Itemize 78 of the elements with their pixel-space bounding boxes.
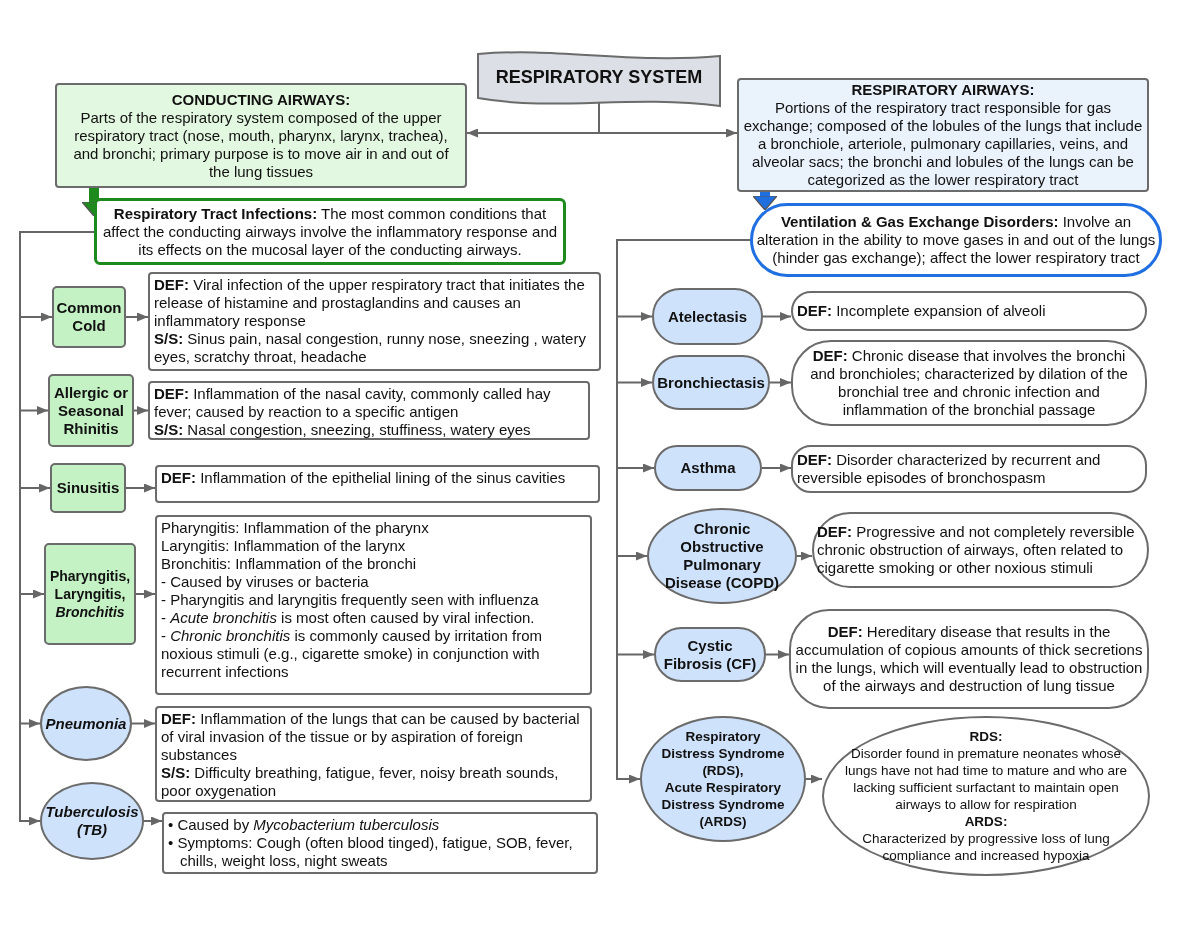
definition-text: DEF: Disorder characterized by recurrent and reversible episodes of bronchospasm xyxy=(797,451,1102,487)
condition-name: Bronchiectasis xyxy=(657,373,765,392)
connector-arrow xyxy=(765,650,790,659)
note-text: - Caused by viruses or bacteria xyxy=(161,573,369,591)
definition-text: DEF: Hereditary disease that results in the accumulation of copious amounts of thick secretions in the lungs, which will eventually lead to obstruction of the airways and destruction of lung tissue xyxy=(795,623,1143,695)
definition-text: S/S: Nasal congestion, sneezing, stuffiness, watery eyes xyxy=(154,421,531,439)
definition-pill xyxy=(791,445,1147,493)
note-text: - Chronic bronchitis is commonly caused by irritation from noxious stimuli (e.g., cigarette smoke) in conjunction with recurrent infections xyxy=(161,627,543,681)
condition-box xyxy=(50,463,126,513)
heading-text: CONDUCTING AIRWAYS: xyxy=(171,90,351,109)
definition-box xyxy=(148,381,590,440)
heading-text: RDS: xyxy=(969,728,1003,745)
definition-box xyxy=(148,272,601,371)
connector-arrow xyxy=(769,378,792,387)
note-text: - Pharyngitis and laryngitis frequently seen with influenza xyxy=(161,591,539,609)
condition-name: Allergic or Seasonal Rhinitis xyxy=(52,383,130,438)
title-text: RESPIRATORY SYSTEM xyxy=(495,66,703,88)
condition-name: Tuberculosis (TB) xyxy=(44,803,140,839)
definition-text: S/S: Difficulty breathing, fatigue, fever, noisy breath sounds, poor oxygenation xyxy=(161,764,560,800)
definition-pill xyxy=(789,609,1149,709)
connector-arrow xyxy=(125,483,156,493)
condition-name: Sinusitis xyxy=(56,479,120,497)
condition-name: Chronic Obstructive Pulmonary Disease (COPD) xyxy=(663,520,781,592)
connector-arrow xyxy=(762,312,792,321)
description-text: Parts of the respiratory system composed of the upper respiratory tract (nose, mouth, pharynx, larynx, trachea), and bronchi; primary purpose is to move air in and out of the lung tissues xyxy=(72,108,450,181)
category-box xyxy=(737,78,1149,192)
definition-box xyxy=(162,812,598,874)
note-text: Pharyngitis: Inflammation of the pharynx xyxy=(161,519,429,537)
condition-name: Cystic Fibrosis (CF) xyxy=(662,636,758,673)
definition-box xyxy=(155,706,592,802)
condition-pill xyxy=(652,288,763,345)
heading-text: ARDS: xyxy=(964,813,1008,830)
bullet-item: • Caused by Mycobacterium tuberculosis xyxy=(168,816,440,834)
condition-box xyxy=(48,374,134,447)
definition-text: DEF: Chronic disease that involves the bronchi and bronchioles; characterized by dilation of the bronchial tree and chronic infection and inflammation of the bronchial passage xyxy=(809,347,1129,419)
description-text: Respiratory Tract Infections: The most common conditions that affect the conducting airways involve the inflammatory response and its effects on the mucosal layer of the conducting airways. xyxy=(101,204,559,259)
connector-arrow xyxy=(135,589,156,599)
category-box xyxy=(55,83,467,188)
note-text: Laryngitis: Inflammation of the larynx xyxy=(161,537,406,555)
condition-name: Pneumonia xyxy=(45,714,127,733)
condition-box xyxy=(52,286,126,348)
definition-box xyxy=(155,465,600,503)
connector-arrow xyxy=(805,774,823,784)
heading-text: RESPIRATORY AIRWAYS: xyxy=(851,81,1035,99)
connector-arrow xyxy=(131,719,156,728)
definition-pill xyxy=(791,291,1147,331)
condition-name: Pharyngitis, Laryngitis, Bronchitis xyxy=(48,567,132,621)
definition-text: Disorder found in premature neonates whose lungs have not had time to mature and who are lacking sufficient surfactant to maintain open airways to allow for respiration xyxy=(844,745,1128,813)
connector-arrow xyxy=(143,816,163,826)
condition-box xyxy=(44,543,136,645)
definition-text: DEF: Progressive and not completely reversible chronic obstruction of airways, often related to cigarette smoking or other noxious stimuli xyxy=(817,523,1136,577)
condition-name: Asthma xyxy=(680,459,736,477)
definition-text: DEF: Viral infection of the upper respiratory tract that initiates the release of histamine and prostaglandins and causes an inflammatory response xyxy=(154,276,586,330)
condition-pill xyxy=(654,445,762,491)
description-text: Ventilation & Gas Exchange Disorders: Involve an alteration in the ability to move gases in and out of the lungs (hinder gas exchange); affect the lower respiratory tract xyxy=(755,213,1157,267)
definition-text: DEF: Inflammation of the epithelial lining of the sinus cavities xyxy=(161,469,566,487)
connector-arrow xyxy=(125,312,149,322)
condition-pill xyxy=(654,627,766,682)
definition-text: Characterized by progressive loss of lung compliance and increased hypoxia xyxy=(861,830,1111,864)
definition-text: DEF: Inflammation of the nasal cavity, commonly called hay fever; caused by reaction to a specific antigen xyxy=(154,385,552,421)
note-text: Bronchitis: Inflammation of the bronchi xyxy=(161,555,417,573)
description-text: Portions of the respiratory tract responsible for gas exchange; composed of the lobules of the lungs that include a bronchiole, arteriole, pulmonary capillaries, veins, and alveolar sacs; the bronchi and lobules of the lungs can be categorized as the lower respiratory tract xyxy=(743,99,1143,189)
title-banner xyxy=(477,50,721,108)
definition-text: DEF: Inflammation of the lungs that can be caused by bacterial of viral invasion of the tissue or by aspiration of foreign substances xyxy=(161,710,581,764)
definition-text: S/S: Sinus pain, nasal congestion, runny nose, sneezing , watery eyes, scratchy throat, headache xyxy=(154,330,587,366)
note-text: - Acute bronchitis is most often caused by viral infection. xyxy=(161,609,535,627)
condition-pill xyxy=(652,355,770,410)
connector-arrow xyxy=(761,463,792,473)
group-box xyxy=(94,198,566,265)
bullet-item: • Symptoms: Cough (often blood tinged), fatigue, SOB, fever, chills, weight loss, night sweats xyxy=(168,834,574,870)
connector-arrow xyxy=(796,551,813,561)
condition-name: Respiratory Distress Syndrome (RDS), xyxy=(660,728,786,779)
definition-box xyxy=(155,515,592,695)
condition-name: Acute Respiratory Distress Syndrome (ARDS) xyxy=(660,779,786,830)
condition-name: Common Cold xyxy=(55,299,123,335)
condition-name: Atelectasis xyxy=(667,307,748,326)
connector-arrow xyxy=(133,406,149,415)
definition-text: DEF: Incomplete expansion of alveoli xyxy=(797,302,1046,320)
